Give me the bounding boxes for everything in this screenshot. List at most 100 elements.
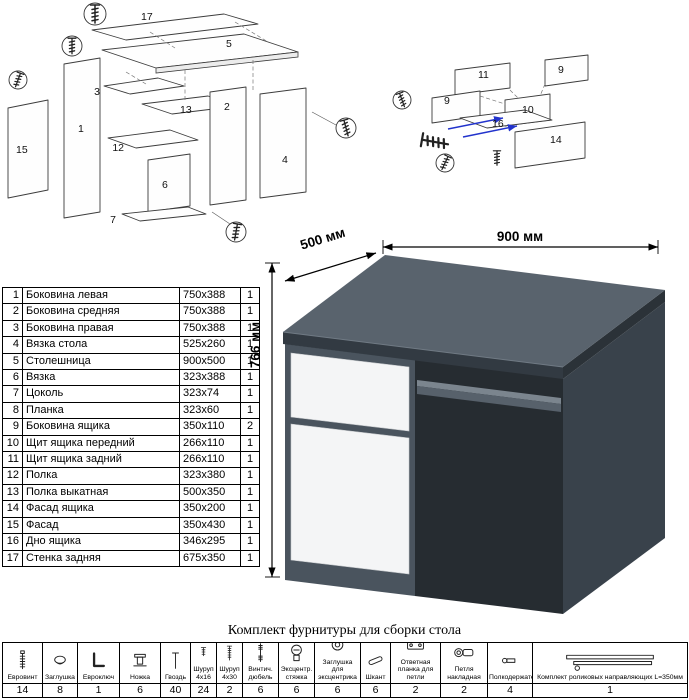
- part-size: 750x388: [179, 286, 241, 305]
- part-qty: 1: [240, 549, 260, 567]
- part-number: 13: [2, 483, 23, 502]
- screw-4x16-icon: [192, 644, 216, 666]
- hardware-item: Петля накладная: [440, 642, 488, 684]
- hardware-qty: 1: [77, 683, 120, 698]
- desk-top-side-edge: [563, 290, 665, 379]
- desk-top: [283, 255, 665, 367]
- screw-icon: [492, 150, 502, 166]
- shelf-pin-icon: [489, 650, 532, 673]
- hardware-qty: 6: [119, 683, 161, 698]
- part-size: 900x500: [179, 352, 241, 371]
- part-number: 8: [2, 401, 23, 420]
- screw-callout: [61, 35, 83, 57]
- part-number: 1: [2, 286, 23, 305]
- euro-screw-icon: [4, 649, 42, 673]
- cap-icon: [44, 650, 77, 673]
- part-qty: 1: [240, 303, 260, 321]
- panel-side-right-3: [103, 77, 185, 95]
- part-qty: 1: [240, 500, 260, 518]
- hardware-item: Комплект роликовых направляющих L=350мм: [532, 642, 688, 684]
- part-name: Стенка задняя: [22, 549, 180, 567]
- part-number: 5: [2, 352, 23, 371]
- part-name: Вязка: [22, 369, 180, 387]
- panel-back-17: [91, 13, 259, 41]
- hardware-item: Заглушка: [42, 642, 78, 684]
- part-size: 323x60: [179, 401, 241, 420]
- part-number: 2: [2, 303, 23, 321]
- part-qty: 1: [240, 434, 260, 453]
- desk-leg-opening: [415, 360, 563, 614]
- hardware-item-label: Заглушка для эксцентрика: [318, 658, 357, 681]
- dimension-height: 766 мм: [248, 262, 280, 578]
- exploded-view-drawer: 11 9 9 10 16 14: [392, 54, 589, 173]
- part-qty: 1: [240, 385, 260, 403]
- part-number: 15: [2, 516, 23, 535]
- part-label: 9: [444, 95, 450, 107]
- part-name: Цоколь: [22, 385, 180, 403]
- part-qty: 1: [240, 369, 260, 387]
- panel-top-5-edge: [155, 51, 299, 74]
- hardware-item-label: Шкант: [365, 673, 386, 681]
- hardware-item: Шуруп 4x16: [190, 642, 217, 684]
- hardware-item-label: Заглушка: [45, 673, 75, 681]
- part-label: 7: [110, 214, 116, 226]
- part-size: 750x388: [179, 319, 241, 338]
- part-qty: 1: [240, 319, 260, 338]
- part-label: 3: [94, 86, 100, 98]
- part-name: Дно ящика: [22, 533, 180, 551]
- part-name: Вязка стола: [22, 336, 180, 354]
- part-number: 7: [2, 385, 23, 403]
- panel-brace-4: [259, 87, 307, 199]
- part-size: 675x350: [179, 549, 241, 567]
- desk-keyboard-tray-edge: [417, 386, 561, 412]
- part-name: Щит ящика задний: [22, 451, 180, 469]
- part-number: 17: [2, 549, 23, 567]
- part-label: 15: [16, 144, 28, 156]
- part-name: Боковина ящика: [22, 418, 180, 436]
- hardware-item: Эксцентр. стяжка: [278, 642, 315, 684]
- desk-door-front: [290, 423, 410, 575]
- screw-callout: [392, 90, 412, 110]
- panel-side-left-1: [63, 57, 101, 219]
- part-size: 350x430: [179, 516, 241, 535]
- screw-icon: [419, 132, 451, 152]
- panel-plinth-7: [121, 206, 207, 222]
- part-number: 16: [2, 533, 23, 551]
- part-size: 350x110: [179, 418, 241, 436]
- hardware-item: Евровинт: [2, 642, 43, 684]
- desk-drawer-front: [290, 352, 410, 432]
- part-size: 266x110: [179, 451, 241, 469]
- part-name: Боковина правая: [22, 319, 180, 338]
- part-size: 500x350: [179, 483, 241, 502]
- part-label: 11: [478, 69, 489, 81]
- part-size: 750x388: [179, 303, 241, 321]
- hardware-item: Гвоздь: [160, 642, 191, 684]
- exploded-view-desk: 17 5 2 3 13 12 1 6 7 4 15: [7, 2, 357, 243]
- hardware-qty: 40: [160, 683, 191, 698]
- hardware-kit-title: Комплект фурнитуры для сборки стола: [227, 623, 462, 638]
- hinge-plate-icon: [392, 643, 440, 658]
- screw-callout: [83, 2, 107, 26]
- hardware-item: Ответная планка для петли: [390, 642, 441, 684]
- leg-icon: [121, 650, 160, 673]
- desk-side-panel: [563, 302, 665, 614]
- hardware-item: Шкант: [360, 642, 391, 684]
- dimension-width: 900 мм: [382, 229, 659, 254]
- panel-facade-15: [7, 99, 49, 199]
- part-size: 346x295: [179, 533, 241, 551]
- part-name: Столешница: [22, 352, 180, 371]
- hex-key-icon: [79, 650, 119, 673]
- part-label: 13: [180, 104, 192, 116]
- panel-drawer-facade-14: [514, 121, 586, 169]
- part-size: 350x200: [179, 500, 241, 518]
- hardware-qty: 14: [2, 683, 43, 698]
- part-number: 9: [2, 418, 23, 436]
